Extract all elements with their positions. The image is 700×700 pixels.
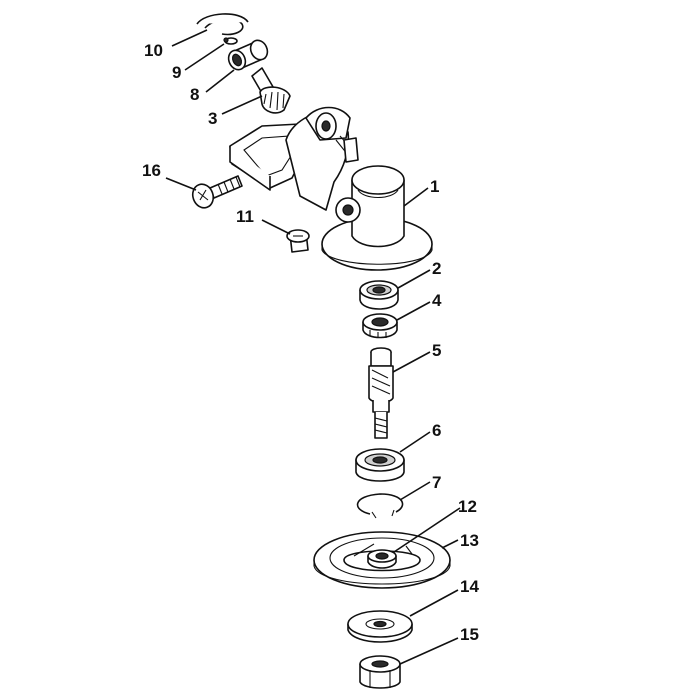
part-16-screw[interactable]: [189, 175, 243, 211]
callout-4: 4: [432, 291, 442, 310]
part-14-washer[interactable]: [347, 610, 413, 643]
leader-13: [441, 539, 459, 549]
leader-1: [403, 187, 429, 207]
leader-10: [171, 29, 208, 47]
callout-10: 10: [144, 41, 163, 60]
part-10-retaining-ring[interactable]: [196, 13, 249, 36]
leader-14: [409, 589, 459, 617]
part-4-bushing[interactable]: [362, 313, 398, 339]
part-1-gear-housing[interactable]: [229, 106, 433, 271]
leader-9: [184, 43, 225, 71]
part-8-bearing[interactable]: [226, 38, 271, 73]
leader-12: [393, 507, 461, 553]
leader-16: [165, 177, 197, 191]
callout-6: 6: [432, 421, 441, 440]
callout-5: 5: [432, 341, 441, 360]
callout-11: 11: [236, 207, 254, 226]
part-9-small-ring[interactable]: [223, 37, 238, 45]
leader-7: [399, 481, 431, 501]
part-6-ball-bearing[interactable]: [355, 448, 405, 482]
leader-6: [399, 431, 431, 453]
leader-2: [397, 269, 431, 289]
callout-16: 16: [142, 161, 161, 180]
leader-4: [396, 301, 431, 321]
callout-7: 7: [432, 473, 441, 492]
callout-8: 8: [190, 85, 199, 104]
part-11-screw[interactable]: [286, 229, 310, 253]
leader-8: [205, 69, 235, 93]
callout-14: 14: [460, 577, 479, 596]
part-2-ball-bearing[interactable]: [359, 280, 399, 310]
part-3-bevel-pinion[interactable]: [251, 67, 291, 114]
callout-3: 3: [208, 109, 217, 128]
part-12-bushing[interactable]: [367, 549, 397, 569]
leader-3: [221, 95, 263, 115]
callout-13: 13: [460, 531, 479, 550]
callout-9: 9: [172, 63, 181, 82]
part-5-output-shaft[interactable]: [368, 347, 394, 439]
leader-15: [399, 637, 459, 665]
callout-15: 15: [460, 625, 479, 644]
callout-labels: 10 9 8 3 1 16 11 2 4 5 6 7 12 13 14 15: [142, 41, 479, 644]
callout-1: 1: [430, 177, 439, 196]
leader-11: [261, 219, 291, 235]
callout-12: 12: [458, 497, 477, 516]
part-7-circlip[interactable]: [356, 493, 404, 519]
callout-2: 2: [432, 259, 441, 278]
part-15-nut[interactable]: [359, 655, 401, 689]
leader-5: [392, 351, 431, 373]
leader-lines: [165, 29, 461, 665]
